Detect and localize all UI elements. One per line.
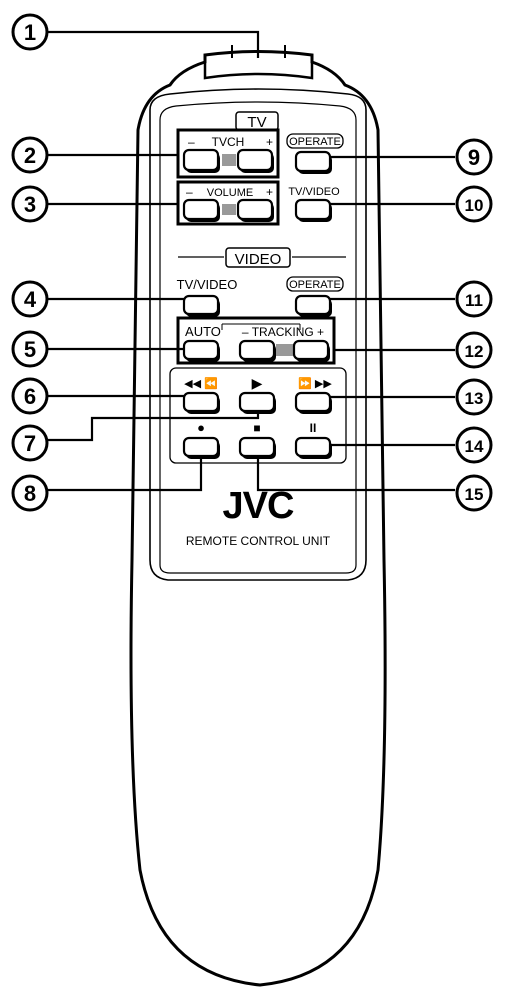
svg-text:5: 5 <box>24 337 36 362</box>
rewind-button[interactable] <box>182 391 220 413</box>
svg-text:1: 1 <box>24 20 36 45</box>
pause-button[interactable] <box>294 436 332 458</box>
svg-text:7: 7 <box>24 431 36 456</box>
video-operate-button[interactable] <box>294 294 332 316</box>
svg-text:+: + <box>266 185 273 199</box>
auto-tracking-group: AUTO – TRACKING + <box>176 316 336 365</box>
tracking-minus-button[interactable] <box>238 339 276 361</box>
video-tv-video-button[interactable] <box>182 294 220 316</box>
svg-text:OPERATE: OPERATE <box>289 279 341 291</box>
callout-5: 5 <box>11 330 49 368</box>
callout-12: 12 <box>455 331 493 369</box>
rewind-icon: ◀◀ ⏪ <box>184 377 218 390</box>
callout-6: 6 <box>11 377 49 415</box>
callout-10: 10 <box>455 185 493 223</box>
svg-text:VIDEO: VIDEO <box>235 251 282 268</box>
video-tv-video: TV/VIDEO <box>177 277 238 317</box>
tvch-plus-button[interactable] <box>236 148 274 172</box>
volume-group: – VOLUME + <box>176 180 280 226</box>
leader-lines <box>46 30 455 492</box>
video-operate: OPERATE <box>286 276 344 317</box>
svg-text:12: 12 <box>465 342 484 361</box>
fast-forward-icon: ⏩ ▶▶ <box>298 377 332 390</box>
stop-button[interactable] <box>238 436 276 458</box>
callout-8: 8 <box>11 474 49 512</box>
tv-operate-button[interactable] <box>294 150 332 173</box>
svg-text:2: 2 <box>24 143 36 168</box>
svg-text:TV: TV <box>247 114 266 131</box>
svg-text:4: 4 <box>24 287 37 312</box>
callout-2: 2 <box>11 136 49 174</box>
svg-text:AUTO: AUTO <box>185 324 221 339</box>
play-icon: ▶ <box>252 375 263 391</box>
tracking-plus-button[interactable] <box>292 339 330 361</box>
svg-text:9: 9 <box>468 145 480 170</box>
svg-text:TV/VIDEO: TV/VIDEO <box>288 186 340 198</box>
stop-icon: ■ <box>253 421 260 435</box>
callout-9: 9 <box>455 138 493 176</box>
record-icon: ● <box>197 420 205 435</box>
callout-3: 3 <box>11 185 49 223</box>
svg-text:3: 3 <box>24 192 36 217</box>
callout-14: 14 <box>455 426 493 464</box>
fast-forward-button[interactable] <box>294 391 332 413</box>
record-button[interactable] <box>182 436 220 458</box>
svg-text:6: 6 <box>24 384 36 409</box>
tvch-dotted-bridge <box>222 154 236 166</box>
svg-text:TV/VIDEO: TV/VIDEO <box>177 277 238 292</box>
tvch-group: – TVCH + <box>176 128 280 179</box>
svg-text:10: 10 <box>465 196 484 215</box>
callout-7: 7 <box>11 424 49 462</box>
callout-4: 4 <box>11 280 49 318</box>
video-section-label: VIDEO <box>178 247 346 268</box>
tvch-minus-button[interactable] <box>182 148 220 172</box>
transport-group: ◀◀ ⏪ ▶ ⏩ ▶▶ ● ■ II <box>169 367 347 464</box>
tv-operate: OPERATE <box>286 133 344 174</box>
svg-text:– TRACKING +: – TRACKING + <box>242 325 324 339</box>
svg-text:8: 8 <box>24 481 36 506</box>
svg-text:15: 15 <box>465 485 484 504</box>
tv-section-label: TV <box>235 111 279 131</box>
volume-plus-button[interactable] <box>236 198 274 221</box>
brand-logo: JVC <box>223 485 294 527</box>
auto-tracking-button[interactable] <box>182 339 220 361</box>
volume-minus-button[interactable] <box>182 198 220 221</box>
callout-13: 13 <box>455 378 493 416</box>
callout-1: 1 <box>11 13 49 51</box>
svg-text:OPERATE: OPERATE <box>289 136 341 148</box>
svg-text:+: + <box>266 135 273 149</box>
pause-icon: II <box>310 421 317 435</box>
svg-text:–: – <box>186 185 193 199</box>
callout-15: 15 <box>455 474 493 512</box>
svg-text:13: 13 <box>465 389 484 408</box>
tv-tv-video-button[interactable] <box>294 198 332 221</box>
tv-tv-video: TV/VIDEO <box>288 186 340 222</box>
brand-caption: REMOTE CONTROL UNIT <box>186 534 331 548</box>
svg-text:VOLUME: VOLUME <box>207 187 253 199</box>
callout-11: 11 <box>455 280 493 318</box>
svg-text:TVCH: TVCH <box>212 135 245 149</box>
play-button[interactable] <box>238 391 276 413</box>
svg-text:–: – <box>188 135 195 149</box>
svg-text:11: 11 <box>465 291 483 310</box>
svg-text:14: 14 <box>465 437 484 456</box>
